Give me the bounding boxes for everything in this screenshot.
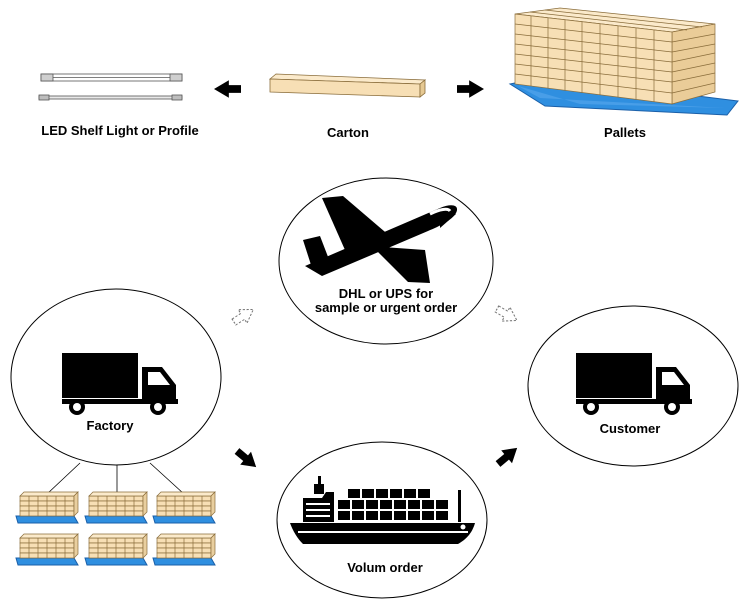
carton-icon [268,73,427,98]
factory-pallet-connectors [46,462,185,495]
arrow-icon-from-sea [492,441,523,471]
led-label: LED Shelf Light or Profile [41,123,199,138]
arrow-icon-dotted-to-air [229,302,259,330]
customer-label: Customer [599,421,661,436]
air-label-line1: DHL or UPS for [338,286,434,301]
sea-label: Volum order [347,560,423,575]
pallets-label: Pallets [604,125,646,140]
arrow-icon-right [457,80,484,98]
airplane-icon [303,196,458,283]
factory-label: Factory [86,418,134,433]
carton-label: Carton [327,125,369,140]
ship-icon [290,476,475,544]
arrow-icon-left [214,80,241,98]
air-label-line2: sample or urgent order [314,300,458,315]
arrow-icon-to-sea [231,444,262,474]
arrow-icon-dotted-from-air [492,301,522,328]
pallet-stack-icon [508,7,739,116]
pallet-grid [15,491,216,566]
led-profile-icon [38,73,183,101]
